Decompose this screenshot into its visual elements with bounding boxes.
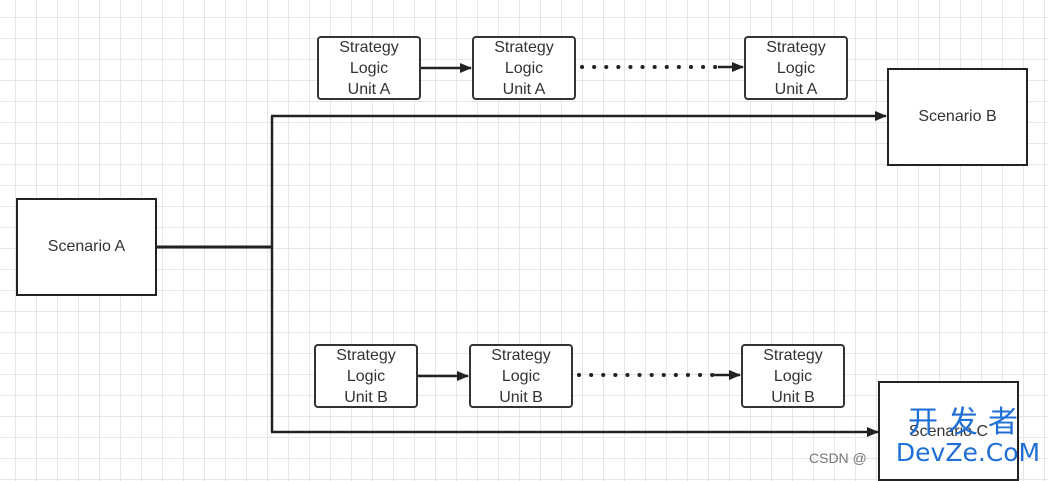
strategy-unit-b-2: Strategy Logic Unit B [469,344,573,408]
unit-line-1: Strategy [763,346,823,364]
scenario-b-label: Scenario B [918,108,997,125]
strategy-unit-a-2: Strategy Logic Unit A [472,36,576,100]
unit-line-1: Strategy [494,38,554,56]
unit-line-1: Strategy [339,38,399,56]
csdn-watermark: CSDN @ [809,450,867,466]
strategy-unit-a-3: Strategy Logic Unit A [744,36,848,100]
unit-line-1: Strategy [491,346,551,364]
unit-line-2: Logic [504,59,544,77]
unit-line-3: Unit A [502,80,546,98]
logo-english-text: DevZe.CoM [895,438,1041,467]
devze-logo: 开发者 DevZe.CoM [893,405,1043,467]
unit-line-2: Logic [776,59,816,77]
logo-chinese-text: 开发者 [908,405,1028,440]
strategy-unit-a-1: Strategy Logic Unit A [317,36,421,100]
unit-line-3: Unit A [774,80,818,98]
unit-line-2: Logic [501,367,541,385]
unit-line-3: Unit B [499,388,543,406]
scenario-b-node: Scenario B [887,68,1028,166]
scenario-a-node: Scenario A [16,198,157,296]
unit-line-2: Logic [773,367,813,385]
unit-line-3: Unit A [347,80,391,98]
strategy-unit-b-3: Strategy Logic Unit B [741,344,845,408]
unit-line-3: Unit B [344,388,388,406]
scenario-a-label: Scenario A [47,238,126,255]
unit-line-2: Logic [346,367,386,385]
unit-line-1: Strategy [766,38,826,56]
unit-line-1: Strategy [336,346,396,364]
unit-line-2: Logic [349,59,389,77]
unit-line-3: Unit B [771,388,815,406]
scenario-c-label: Scenario C [908,423,989,440]
strategy-unit-b-1: Strategy Logic Unit B [314,344,418,408]
